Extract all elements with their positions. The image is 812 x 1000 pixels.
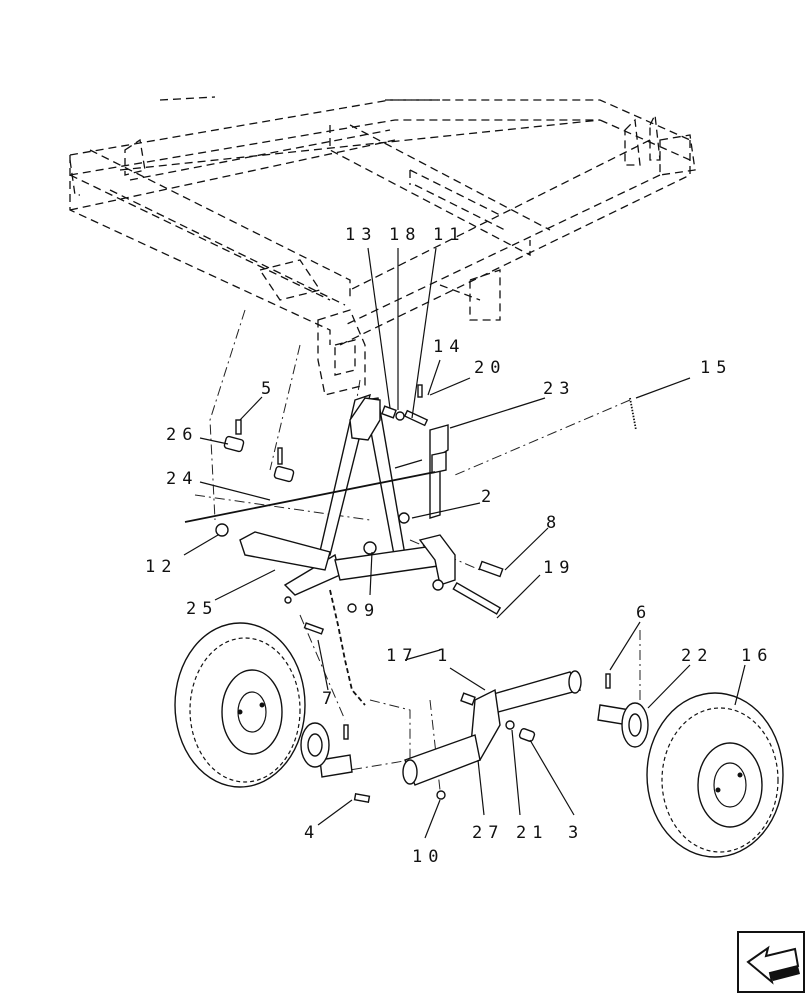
callout-18: 18 xyxy=(389,225,421,245)
callout-4: 4 xyxy=(304,823,320,843)
callout-23: 23 xyxy=(543,379,575,399)
callout-21: 21 xyxy=(516,823,548,843)
callout-12: 12 xyxy=(145,557,177,577)
callout-27: 27 xyxy=(472,823,504,843)
jack-stand xyxy=(184,424,449,523)
callout-5: 5 xyxy=(261,379,277,399)
callout-1: 1 xyxy=(437,646,453,666)
callout-11: 11 xyxy=(433,225,465,245)
spring xyxy=(629,397,637,431)
callout-22: 22 xyxy=(681,646,713,666)
callout-16: 16 xyxy=(741,646,773,666)
callout-20: 20 xyxy=(474,358,506,378)
callout-13: 13 xyxy=(345,225,377,245)
right-hub xyxy=(597,702,649,748)
callout-10: 10 xyxy=(412,847,444,867)
left-wheel xyxy=(174,622,306,788)
callout-26: 26 xyxy=(166,425,198,445)
right-wheel xyxy=(646,692,784,858)
left-hub xyxy=(300,722,353,778)
callout-7: 7 xyxy=(322,689,338,709)
callout-labels: 13 18 11 14 20 23 15 5 26 24 2 8 19 12 2… xyxy=(145,225,773,867)
axle-arms xyxy=(402,670,582,786)
hardware xyxy=(215,384,611,803)
previous-page-arrow-icon[interactable] xyxy=(737,931,805,993)
callout-8: 8 xyxy=(546,513,562,533)
callout-9: 9 xyxy=(364,601,380,621)
implement-frame-phantom xyxy=(69,96,696,396)
callout-25: 25 xyxy=(186,599,218,619)
callout-14: 14 xyxy=(433,337,465,357)
hitch-a-frame xyxy=(239,393,456,596)
callout-17: 17 xyxy=(386,646,418,666)
callout-6: 6 xyxy=(636,603,652,623)
callout-2: 2 xyxy=(481,487,497,507)
callout-leaders xyxy=(183,247,746,839)
callout-15: 15 xyxy=(700,358,732,378)
callout-3: 3 xyxy=(568,823,584,843)
callout-19: 19 xyxy=(543,558,575,578)
callout-24: 24 xyxy=(166,469,198,489)
